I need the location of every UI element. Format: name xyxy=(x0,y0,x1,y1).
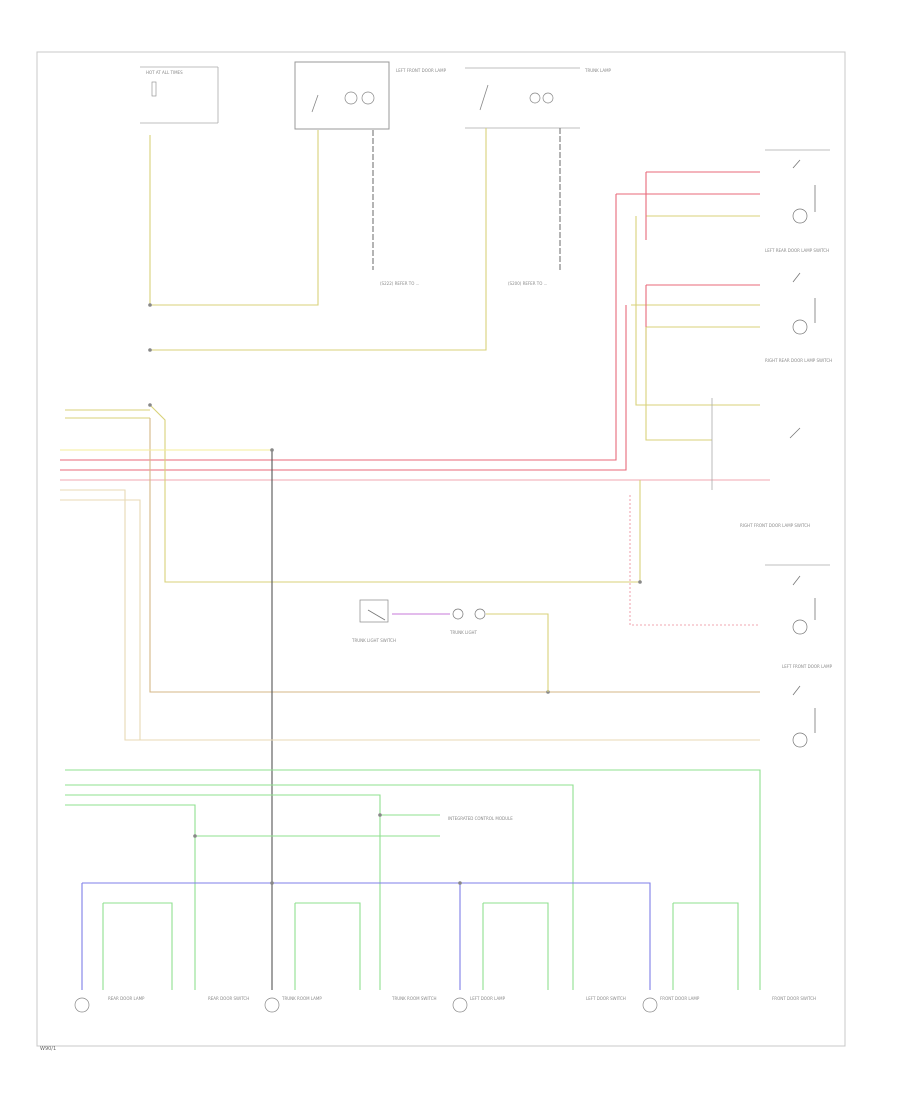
switch-icon xyxy=(479,84,489,111)
right-front-door-switch: RIGHT FRONT DOOR LAMP SWITCH xyxy=(711,398,810,528)
lamp-icon xyxy=(344,91,358,105)
switch-icon xyxy=(311,94,319,113)
bottom-components: REAR DOOR LAMP REAR DOOR SWITCH TRUNK RO… xyxy=(74,996,816,1013)
lamp-icon-2 xyxy=(542,92,554,104)
trunk-light-label: TRUNK LIGHT xyxy=(449,630,478,635)
bottom-2-label: REAR DOOR SWITCH xyxy=(208,996,249,1001)
bottom-1-label: REAR DOOR LAMP xyxy=(108,996,145,1001)
hot-at-all-times-box: HOT AT ALL TIMES xyxy=(140,66,219,124)
page-code: W90/1 xyxy=(40,1046,56,1052)
lamp-icon xyxy=(452,997,468,1013)
bottom-8-label: FRONT DOOR SWITCH xyxy=(772,996,816,1001)
left-front-door-lamp-label: LEFT FRONT DOOR LAMP xyxy=(396,68,447,73)
bottom-bus-wires xyxy=(65,769,761,990)
trunk-light-assembly: TRUNK LIGHT SWITCH TRUNK LIGHT xyxy=(351,599,549,692)
splice-right-label: (S200) REFER TO ... xyxy=(508,281,547,286)
hot-at-all-times-label: HOT AT ALL TIMES xyxy=(146,70,183,75)
left-front-door-lamp-box: LEFT FRONT DOOR LAMP xyxy=(294,61,447,130)
left-front-door-switch: LEFT FRONT DOOR LAMP xyxy=(765,564,833,748)
trunk-lamp-label: TRUNK LAMP xyxy=(584,68,612,73)
right-upper-wires xyxy=(60,171,770,481)
splice-left-label: (S222) REFER TO ... xyxy=(380,281,419,286)
left-rear-door-switch: LEFT REAR DOOR LAMP SWITCH xyxy=(765,149,830,253)
right-rear-door-switch: RIGHT REAR DOOR LAMP SWITCH xyxy=(765,272,832,363)
lamp-icon xyxy=(264,997,280,1013)
lamp-icon xyxy=(642,997,658,1013)
right-rear-door-switch-label: RIGHT REAR DOOR LAMP SWITCH xyxy=(765,358,832,363)
right-front-door-switch-label: RIGHT FRONT DOOR LAMP SWITCH xyxy=(740,523,810,528)
left-rear-door-switch-label: LEFT REAR DOOR LAMP SWITCH xyxy=(765,248,829,253)
bottom-6-label: LEFT DOOR SWITCH xyxy=(586,996,626,1001)
diagram-frame xyxy=(36,51,846,1047)
bottom-4-label: TRUNK ROOM SWITCH xyxy=(391,996,437,1001)
top-vertical-wires xyxy=(149,128,561,351)
lamp-icon xyxy=(74,997,90,1013)
left-connector-wires xyxy=(60,404,760,885)
connector-note-label: INTEGRATED CONTROL MODULE xyxy=(448,816,513,821)
lamp-icon xyxy=(529,92,541,104)
bottom-5-label: LEFT DOOR LAMP xyxy=(470,996,506,1001)
left-front-door-switch-label: LEFT FRONT DOOR LAMP xyxy=(782,664,833,669)
trunk-lamp-box: TRUNK LAMP xyxy=(465,67,612,129)
bottom-7-label: FRONT DOOR LAMP xyxy=(660,996,700,1001)
lamp-icon-2 xyxy=(361,91,375,105)
trunk-light-switch-label: TRUNK LIGHT SWITCH xyxy=(351,638,396,643)
bottom-3-label: TRUNK ROOM LAMP xyxy=(281,996,322,1001)
